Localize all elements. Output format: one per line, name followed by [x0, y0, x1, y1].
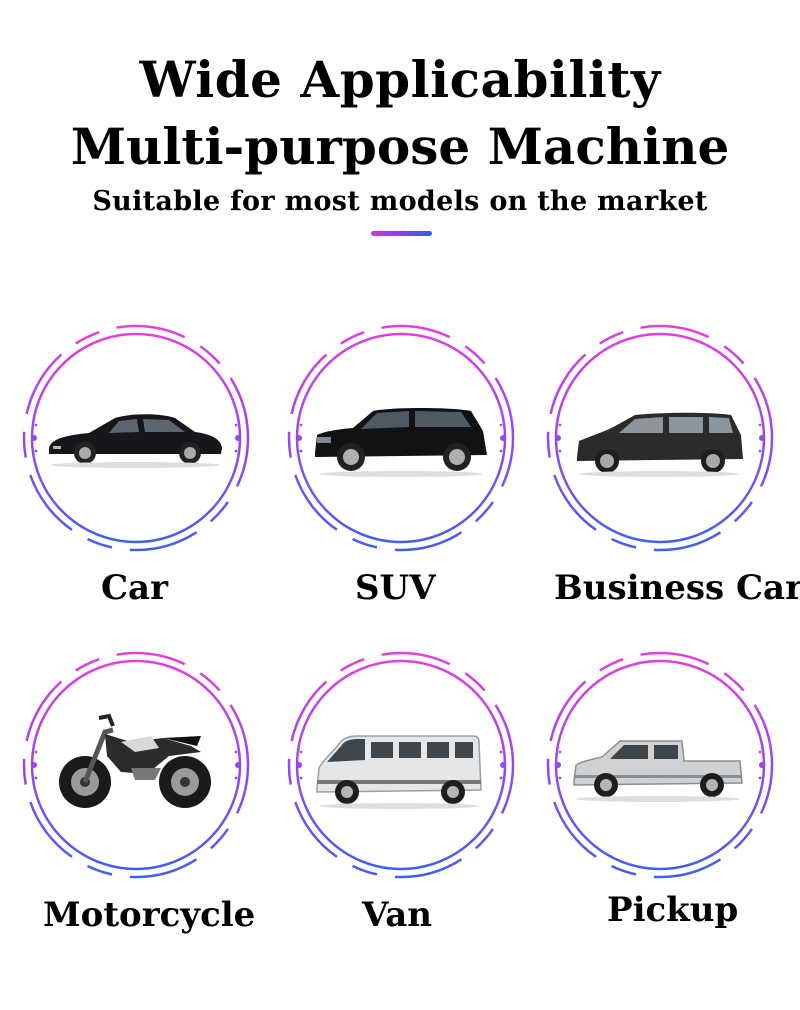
sedan-icon	[49, 414, 222, 468]
minivan-icon	[577, 412, 743, 477]
vehicle-tile-suv: SUV	[286, 323, 516, 605]
page-subtitle: Multi-purpose Machine	[70, 117, 730, 176]
vehicle-label: Car	[101, 568, 169, 608]
vehicle-tile-car: Car	[21, 323, 251, 605]
vehicle-label: Business Car	[554, 568, 800, 608]
tagline: Suitable for most models on the market	[92, 186, 708, 217]
vehicle-tile-pickup: Pickup	[545, 650, 775, 927]
pickup-icon	[573, 740, 743, 802]
vehicle-tile-motorcycle: Motorcycle	[21, 650, 255, 932]
page-title: Wide Applicability	[139, 50, 661, 109]
suv-icon	[315, 408, 487, 477]
accent-bar	[371, 231, 432, 236]
vehicle-tile-van: Van	[286, 650, 516, 932]
motorcycle-icon	[59, 713, 211, 808]
vehicle-label: SUV	[355, 568, 436, 608]
vehicle-label: Pickup	[607, 890, 739, 930]
van-icon	[316, 735, 482, 809]
vehicle-label: Van	[362, 895, 433, 935]
vehicle-label: Motorcycle	[43, 895, 256, 935]
vehicle-tile-business-car: Business Car	[545, 323, 800, 605]
